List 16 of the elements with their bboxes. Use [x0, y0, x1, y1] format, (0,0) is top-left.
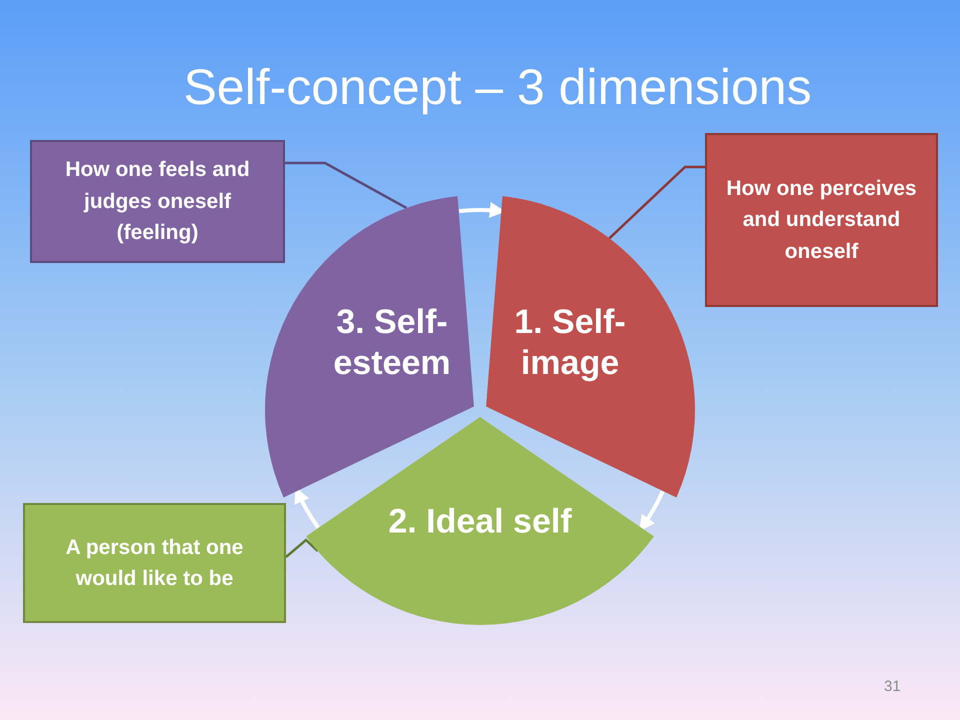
callout-text: How one feels and judges oneself (feeling) [64, 157, 251, 246]
leader-line [608, 166, 705, 240]
callout-box [705, 133, 938, 307]
segment-label: 2. Ideal self [387, 502, 573, 542]
callout-box [23, 503, 286, 623]
cycle-arrow [639, 490, 665, 532]
cycle-arrow [294, 487, 320, 529]
segment-label: 3. Self-esteem [332, 302, 452, 384]
segment-label: 1. Self-image [513, 302, 627, 384]
callout-text: A person that one would like to be [64, 534, 244, 592]
page-number: 31 [884, 678, 901, 695]
leader-line [285, 162, 408, 210]
callout-box [30, 140, 285, 263]
leader-line [285, 538, 319, 558]
slide-title: Self-concept – 3 dimensions [182, 58, 813, 116]
callout-text: How one perceives and understand oneself [725, 176, 918, 265]
